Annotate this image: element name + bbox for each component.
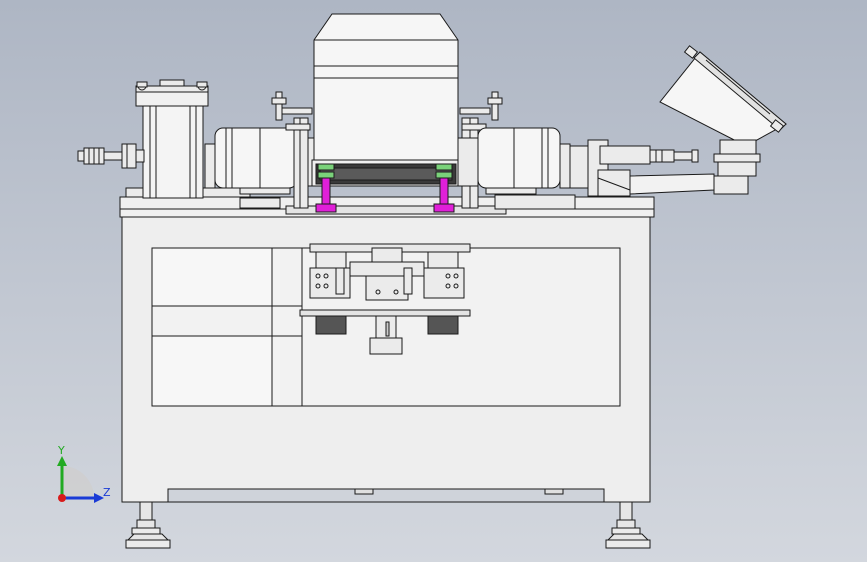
operator-display-box <box>659 45 787 195</box>
z-axis-label: Z <box>103 486 111 499</box>
left-posts <box>271 91 313 209</box>
right-motor <box>457 127 571 195</box>
left-rod-connector <box>77 143 145 169</box>
left-spindle <box>315 163 337 213</box>
right-slide-assembly <box>569 139 715 197</box>
leveling-foot-left <box>125 501 171 549</box>
y-axis-label: Y <box>57 444 65 457</box>
axis-triad: Y Z <box>57 444 111 503</box>
top-housing <box>311 13 461 187</box>
under-table-mechanism <box>299 243 471 355</box>
right-spindle <box>433 163 455 213</box>
left-vertical-cylinder <box>135 79 209 199</box>
leveling-foot-right <box>605 501 651 549</box>
